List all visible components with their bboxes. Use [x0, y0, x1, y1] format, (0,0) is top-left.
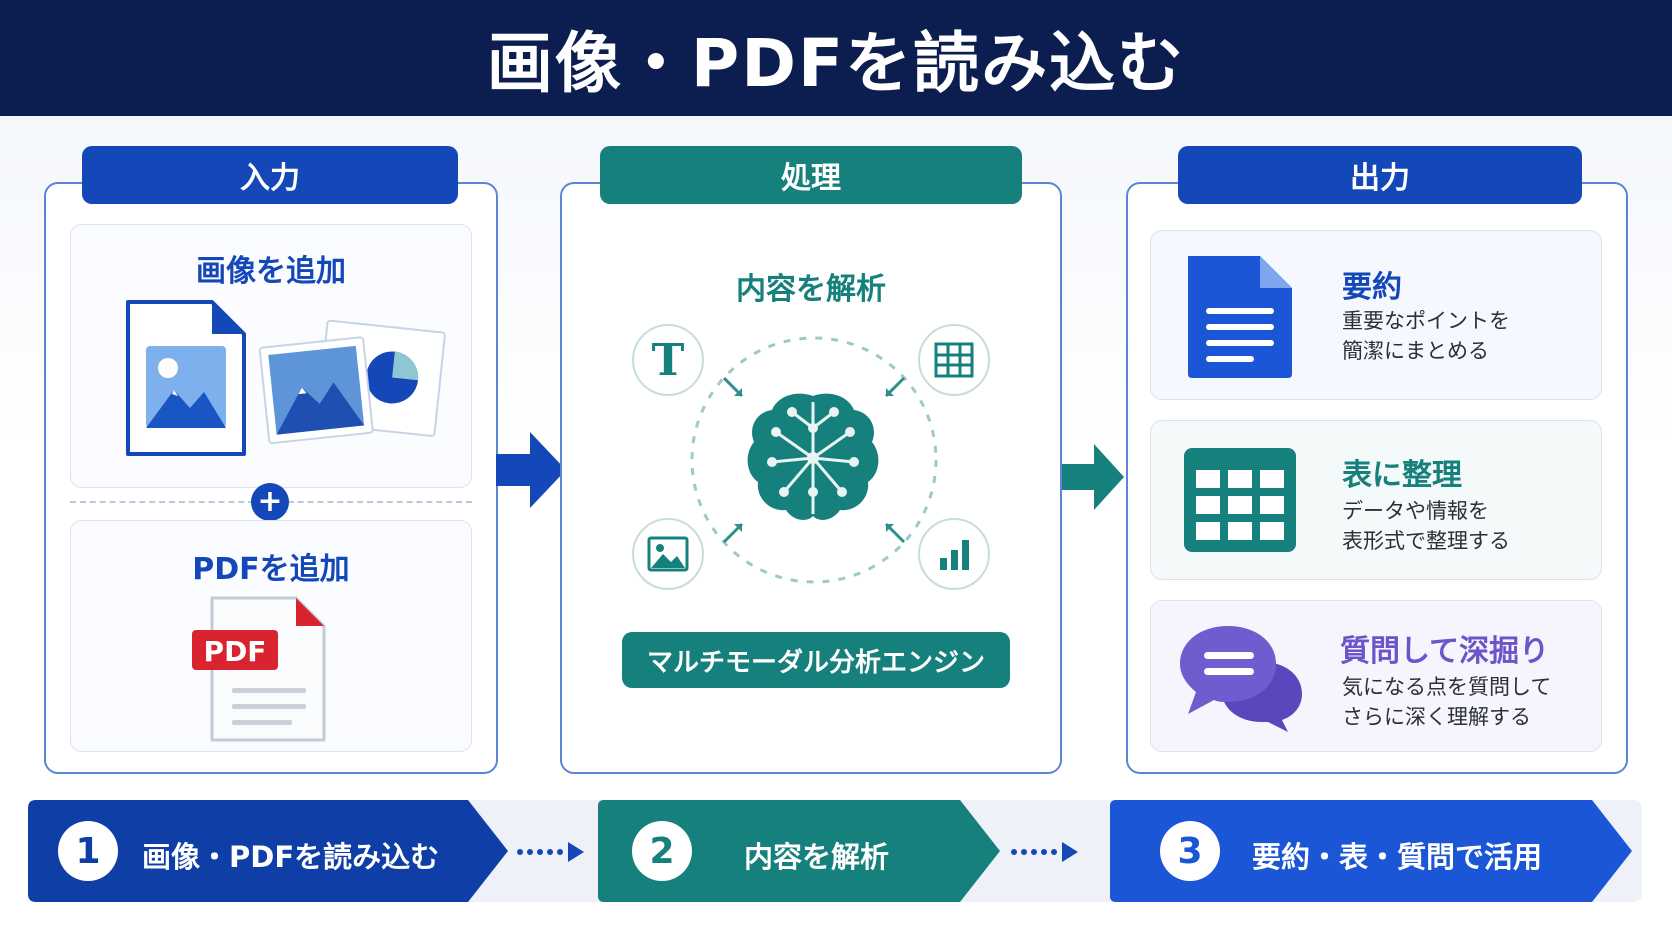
- step-1-label: 画像・PDFを読み込む: [142, 840, 440, 874]
- plus-icon: +: [251, 483, 289, 521]
- question-title: 質問して深掘り: [1340, 634, 1550, 669]
- image-file-icon: [126, 300, 246, 456]
- step-2: 2 内容を解析: [598, 800, 1000, 902]
- summary-title: 要約: [1342, 270, 1402, 305]
- process-title: 内容を解析: [736, 272, 886, 307]
- chat-bubbles-icon: [1180, 626, 1302, 732]
- question-desc-line2: さらに深く理解する: [1342, 705, 1531, 729]
- page-header: 画像・PDFを読み込む: [0, 0, 1672, 116]
- process-panel-tab: 処理: [600, 146, 1022, 204]
- question-desc-line1: 気になる点を質問して: [1342, 675, 1552, 699]
- engine-label: マルチモーダル分析エンジン: [622, 632, 1010, 688]
- image-icon: [632, 518, 704, 590]
- page-title: 画像・PDFを読み込む: [486, 25, 1186, 102]
- document-icon: [1188, 256, 1292, 378]
- arrow-right-icon-2: [1062, 444, 1124, 510]
- summary-desc-line1: 重要なポイントを: [1342, 309, 1510, 333]
- analysis-ring: [690, 336, 938, 584]
- text-icon-glyph: T: [651, 334, 685, 386]
- table-grid-icon: [1184, 448, 1296, 552]
- step-2-label: 内容を解析: [744, 840, 890, 874]
- brain-icon: [747, 393, 879, 520]
- table-title: 表に整理: [1342, 458, 1462, 493]
- photo-collection-icon: [258, 319, 446, 445]
- dotted-arrow-2: [1011, 842, 1078, 862]
- text-icon: T: [632, 324, 704, 396]
- step-3-label: 要約・表・質問で活用: [1252, 840, 1543, 874]
- step-3-number: 3: [1160, 821, 1220, 881]
- arrow-right-icon: [496, 432, 566, 508]
- step-3: 3 要約・表・質問で活用: [1110, 800, 1632, 902]
- table-desc-line2: 表形式で整理する: [1342, 529, 1510, 553]
- step-2-number: 2: [632, 821, 692, 881]
- table-icon: [918, 324, 990, 396]
- input-panel-tab: 入力: [82, 146, 458, 204]
- question-card[interactable]: [1150, 600, 1602, 752]
- table-desc-line1: データや情報を: [1342, 499, 1489, 523]
- dotted-arrow-1: [517, 842, 584, 862]
- pdf-file-icon: [192, 596, 326, 742]
- step-1: 1 画像・PDFを読み込む: [28, 800, 508, 902]
- step-1-number: 1: [58, 821, 118, 881]
- add-pdf-title: PDFを追加: [192, 552, 350, 587]
- bar-chart-icon: [918, 518, 990, 590]
- output-panel-tab: 出力: [1178, 146, 1582, 204]
- summary-desc-line2: 簡潔にまとめる: [1342, 339, 1489, 363]
- pdf-badge-label: PDF: [203, 635, 267, 668]
- add-image-title: 画像を追加: [196, 254, 346, 289]
